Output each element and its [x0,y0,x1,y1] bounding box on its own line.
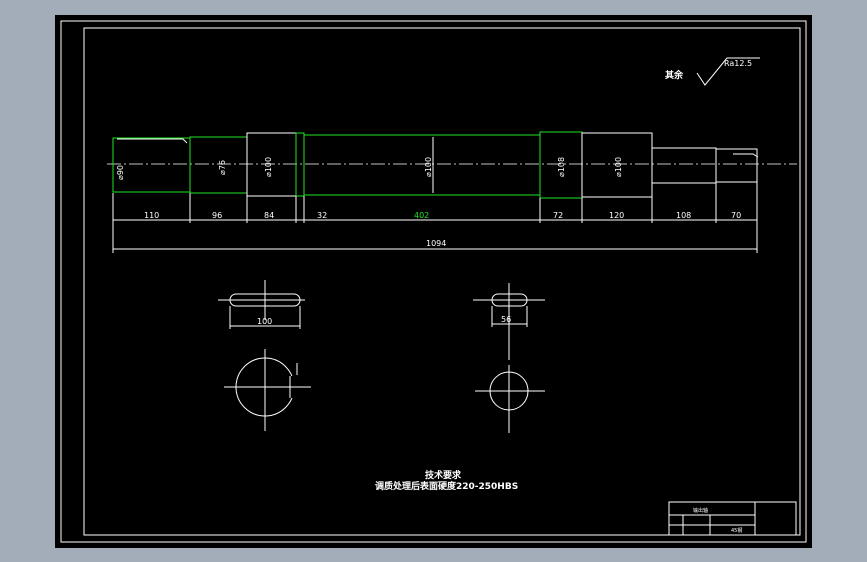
part-name: 输出轴 [693,507,708,514]
dia-label-4: ⌀100 [424,157,433,177]
part-material: 45钢 [731,527,742,534]
seg-dim-1: 110 [144,211,159,220]
dia-label-3: ⌀100 [264,157,273,177]
collar [295,132,305,197]
seg-dim-7: 120 [609,211,624,220]
title-block [668,501,797,536]
inner-frame [83,27,801,536]
outer-frame [60,20,807,543]
keyway-detail-1 [218,280,305,329]
segment-seal [651,147,717,184]
section-view-1 [224,349,311,431]
roughness-symbol [696,57,760,86]
section-view-2 [475,365,545,433]
drawing-sheet: 其余 Ra12.5 ⌀90 ⌀76 ⌀100 [55,15,812,548]
seg-dim-3: 84 [264,211,274,220]
dia-label-1: ⌀90 [116,165,125,180]
seg-dim-8: 108 [676,211,691,220]
overall-length: 1094 [426,239,446,248]
dia-label-5: ⌀108 [557,157,566,177]
shaft-profile [112,131,759,199]
tech-req-title: 技术要求 [425,469,462,481]
segment-1 [112,137,191,193]
seg-dim-6: 72 [553,211,563,220]
tech-req-line: 调质处理后表面硬度220-250HBS [375,480,518,492]
dia-label-6: ⌀100 [614,157,623,177]
extension-lines [112,182,758,253]
keyway-detail-2 [473,283,545,360]
roughness-label: 其余 [665,69,684,81]
roughness-value: Ra12.5 [724,59,752,68]
segment-main [303,134,541,196]
shaft-drawing: 其余 Ra12.5 ⌀90 ⌀76 ⌀100 [60,20,807,543]
seg-dim-2: 96 [212,211,222,220]
seg-dim-5: 402 [414,211,429,220]
seg-dim-9: 70 [731,211,741,220]
keyway-2-length: 56 [501,315,511,324]
thread-mark [117,138,188,144]
segment-end [715,148,758,183]
keyway-1-length: 100 [257,317,272,326]
keyway-end [733,153,759,158]
dia-label-2: ⌀76 [218,160,227,175]
seg-dim-4: 32 [317,211,327,220]
